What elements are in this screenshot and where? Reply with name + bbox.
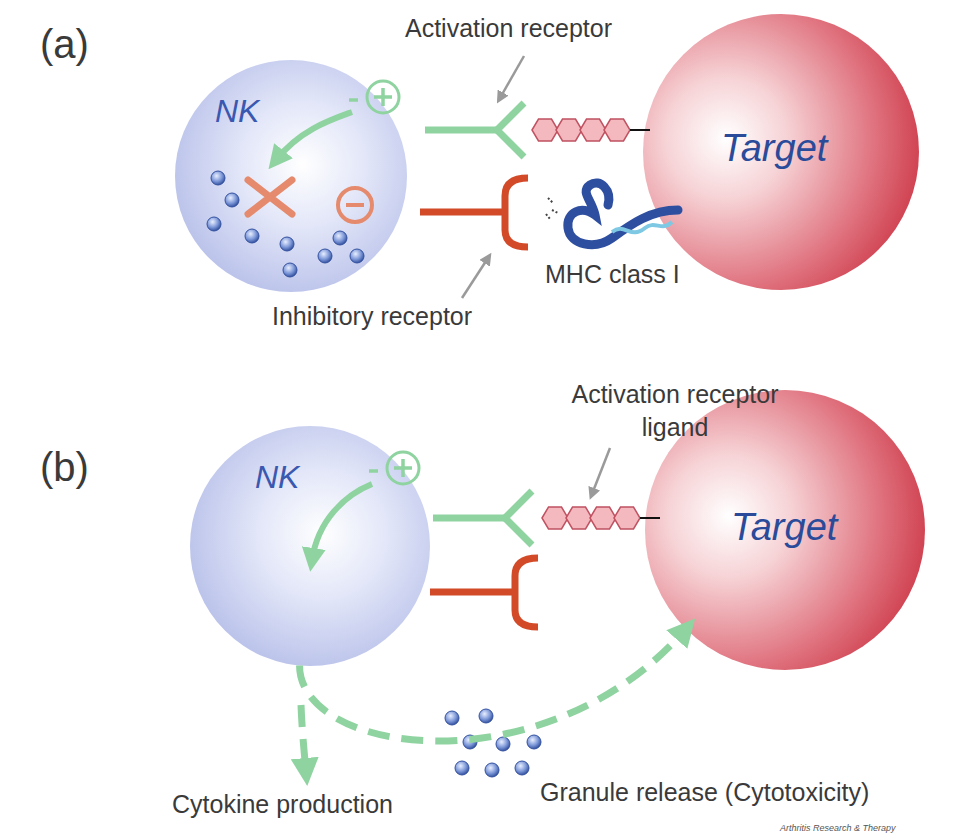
signal-plus — [369, 452, 419, 484]
cell-name: Target — [721, 129, 827, 167]
granule — [515, 761, 529, 775]
cell-name: NK — [215, 95, 259, 127]
granule — [463, 735, 477, 749]
outcome-label: Cytokine production — [172, 788, 393, 821]
granule — [207, 217, 221, 231]
signal-arrow — [276, 112, 352, 160]
granule — [479, 709, 493, 723]
granule — [333, 231, 347, 245]
peptide — [546, 198, 558, 219]
activation-receptor — [433, 491, 532, 545]
granule — [445, 711, 459, 725]
signal-arrow — [312, 484, 372, 560]
nk-cell: NK — [190, 426, 430, 666]
granule — [280, 237, 294, 251]
panel-label: (b) — [40, 441, 89, 493]
granule — [225, 193, 239, 207]
signal-plus — [349, 81, 399, 113]
nk-cell: NK — [175, 60, 407, 292]
mhc-molecule — [568, 183, 678, 245]
mhc-chain — [612, 222, 672, 232]
pointer-arrow — [500, 56, 524, 98]
part-label: MHC class I — [545, 258, 680, 291]
activation-ligand — [532, 119, 650, 141]
granule — [527, 735, 541, 749]
part-label: Inhibitory receptor — [272, 300, 472, 333]
granule — [283, 263, 297, 277]
inhibitory-receptor — [430, 558, 538, 627]
activation-receptor — [425, 103, 524, 157]
granules — [445, 709, 541, 777]
panel-label: (a) — [40, 18, 89, 70]
cell-name: NK — [255, 461, 299, 493]
activation-ligand — [542, 507, 660, 529]
cell-name: Target — [731, 508, 837, 546]
minus-mark — [346, 203, 364, 207]
granule — [350, 249, 364, 263]
granule — [245, 229, 259, 243]
granule-release-arrow — [300, 629, 686, 741]
cytokine-arrow — [301, 705, 306, 772]
inhibitory-receptor — [420, 178, 528, 247]
granules — [207, 171, 364, 277]
watermark: Arthritis Research & Therapy — [780, 823, 896, 835]
target-cell: Target — [643, 14, 919, 290]
edge-label: Granule release (Cytotoxicity) — [540, 776, 869, 809]
blocked-cross — [248, 180, 292, 214]
minus-circle — [338, 188, 372, 222]
pointer-arrow — [462, 258, 488, 298]
pointer-arrow — [592, 448, 610, 494]
granule — [211, 171, 225, 185]
part-label: Activation receptor — [405, 12, 612, 45]
granule — [318, 249, 332, 263]
granule — [455, 761, 469, 775]
granule — [496, 737, 510, 751]
target-cell: Target — [645, 390, 925, 670]
granule — [485, 763, 499, 777]
